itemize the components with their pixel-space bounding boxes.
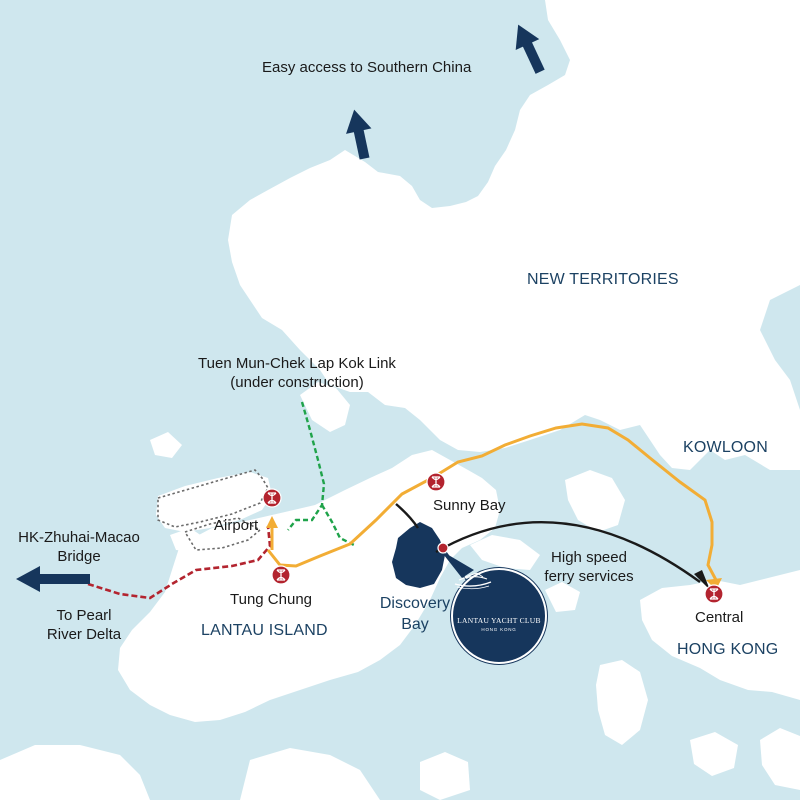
tuen-mun-link-branch — [320, 504, 357, 548]
label-pearl-line1: To Pearl — [56, 607, 112, 624]
airport-outline — [157, 469, 269, 528]
label-high-speed-line1: High speed — [551, 549, 627, 566]
label-tuen-mun-link-line1: Tuen Mun-Chek Lap Kok Link — [198, 355, 396, 372]
land-tuen-mun-cape — [300, 382, 350, 432]
land-islet-1 — [545, 582, 580, 612]
label-discovery-bay-line2: Bay — [401, 616, 429, 633]
land-lamma — [596, 660, 648, 745]
label-discovery-bay-line1: Discovery — [379, 595, 451, 612]
mtr-logo-icon — [271, 565, 291, 585]
yacht-icon — [454, 572, 492, 590]
label-pearl-river-delta: To Pearl River Delta — [24, 606, 144, 644]
land-mainland — [228, 0, 800, 470]
pin-pointer — [440, 550, 474, 578]
tuen-mun-link-route — [287, 401, 326, 531]
yacht-club-badge: LANTAU YACHT CLUB HONG KONG — [451, 568, 547, 664]
land-east-islet — [760, 728, 800, 790]
arrow-left-icon — [16, 566, 90, 592]
label-tung-chung: Tung Chung — [230, 591, 313, 608]
location-pin-icon — [437, 542, 449, 554]
mtr-central-arrow — [706, 578, 722, 590]
hzmb-route — [87, 525, 272, 600]
label-kowloon: KOWLOON — [683, 439, 768, 456]
badge-location: HONG KONG — [481, 627, 517, 632]
land-peng-chau — [470, 535, 540, 570]
label-central: Central — [695, 609, 744, 626]
arrow-up-right-icon — [515, 24, 545, 74]
airport-inner-outline — [183, 517, 262, 551]
land-bottom-left — [0, 745, 150, 800]
land-south-islet — [690, 732, 738, 776]
label-lantau-island: LANTAU ISLAND — [201, 622, 328, 639]
label-pearl-line2: River Delta — [46, 626, 122, 643]
label-hk-zhuhai-line1: HK-Zhuhai-Macao — [18, 529, 140, 546]
arrow-up-right-icon — [346, 109, 372, 160]
discovery-bay-area — [392, 522, 445, 588]
label-tuen-mun-link: Tuen Mun-Chek Lap Kok Link (under constr… — [192, 354, 402, 392]
land-tsing-yi — [565, 470, 625, 532]
ferry-route-sunny-bay — [395, 503, 419, 529]
label-high-speed-ferry: High speed ferry services — [528, 548, 650, 586]
mtr-line — [266, 422, 718, 581]
label-hk-zhuhai-bridge: HK-Zhuhai-Macao Bridge — [4, 528, 154, 566]
label-tuen-mun-link-line2: (under construction) — [230, 374, 364, 391]
mtr-spur-arrow — [266, 516, 278, 528]
label-sunny-bay: Sunny Bay — [433, 497, 506, 514]
ferry-route-central — [435, 521, 701, 583]
mtr-logo-icon — [704, 584, 724, 604]
land-lantau — [118, 450, 500, 722]
label-new-territories: NEW TERRITORIES — [527, 271, 679, 288]
label-hk-zhuhai-line2: Bridge — [57, 548, 101, 565]
ferry-arrowhead — [694, 570, 710, 590]
land-bottom-mid — [240, 748, 380, 800]
land-west-islet — [170, 528, 205, 552]
land-bottom-islet — [420, 752, 470, 800]
label-airport: Airport — [214, 517, 259, 534]
label-high-speed-line2: ferry services — [544, 568, 634, 585]
mtr-logo-icon — [426, 472, 446, 492]
land-far-west-islet — [150, 432, 182, 458]
label-discovery-bay: Discovery Bay — [370, 593, 460, 635]
label-southern-china: Easy access to Southern China — [262, 59, 472, 76]
badge-name: LANTAU YACHT CLUB — [457, 616, 541, 625]
mtr-logo-icon — [262, 488, 282, 508]
label-hong-kong: HONG KONG — [677, 641, 779, 658]
land-hong-kong-island — [640, 570, 800, 700]
land-airport-island — [156, 472, 272, 532]
